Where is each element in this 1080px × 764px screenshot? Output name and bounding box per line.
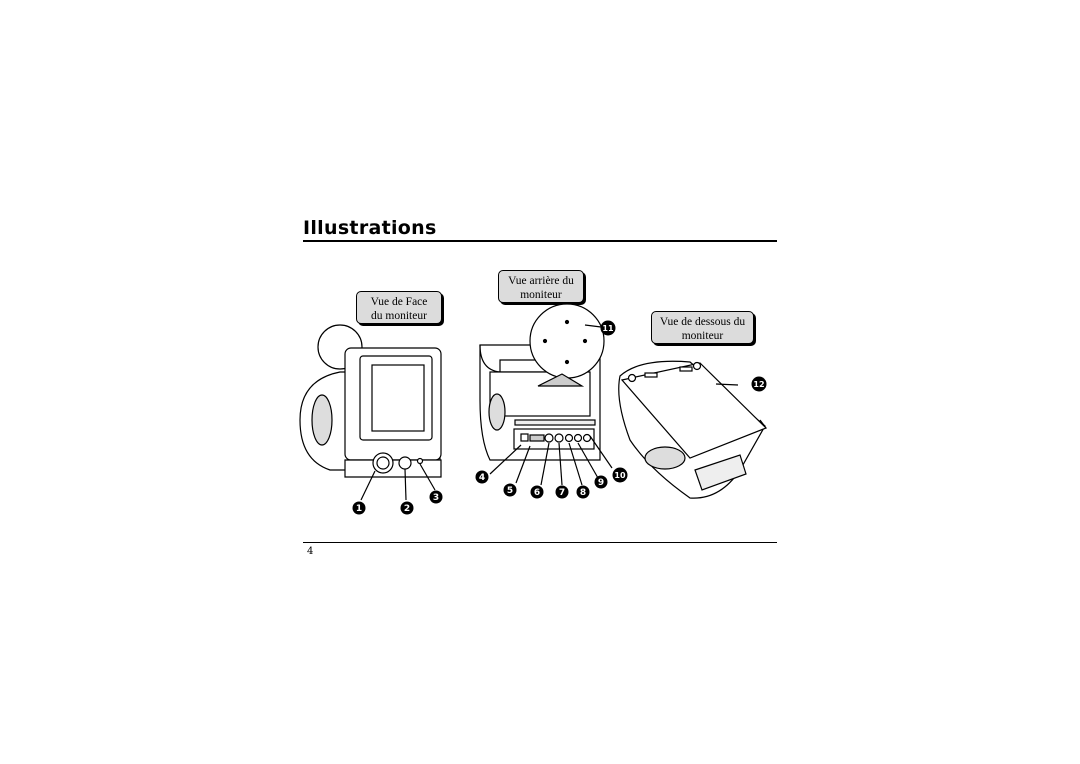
callout-6: 6 [530, 485, 544, 499]
back-view-label: Vue arrière du moniteur [498, 270, 584, 303]
section-title: Illustrations [303, 217, 437, 239]
bottom-view-monitor-drawing [618, 360, 768, 499]
callout-4: 4 [475, 470, 489, 484]
back-view-label-line2: moniteur [520, 289, 562, 301]
callout-11: 11 [600, 320, 616, 336]
callout-8-text: 8 [580, 488, 586, 498]
callout-10-text: 10 [614, 471, 626, 480]
callout-7-text: 7 [559, 488, 565, 498]
front-view-label: Vue de Face du moniteur [356, 291, 442, 324]
footer-divider [303, 542, 777, 543]
callout-12-text: 12 [753, 380, 764, 389]
callout-10: 10 [612, 467, 628, 483]
front-view-label-line1: Vue de Face [370, 296, 428, 308]
callout-5: 5 [503, 483, 517, 497]
front-view-monitor-drawing [299, 324, 442, 501]
callout-4-text: 4 [479, 473, 485, 483]
callout-markers: 1 2 3 4 5 6 7 8 9 10 11 12 [352, 320, 767, 515]
callout-12: 12 [751, 376, 767, 392]
title-divider [303, 240, 777, 242]
callout-7: 7 [555, 485, 569, 499]
callout-2: 2 [400, 501, 414, 515]
callout-3-text: 3 [433, 493, 439, 503]
callout-6-text: 6 [534, 488, 540, 498]
bottom-view-label: Vue de dessous du moniteur [651, 311, 754, 344]
callout-9-text: 9 [598, 478, 604, 488]
callout-3: 3 [429, 490, 443, 504]
callout-11-text: 11 [602, 324, 614, 333]
front-view-label-line2: du moniteur [371, 310, 427, 322]
back-view-label-line1: Vue arrière du [508, 275, 574, 287]
callout-1-text: 1 [356, 504, 362, 514]
callout-8: 8 [576, 485, 590, 499]
back-view-monitor-drawing [479, 303, 613, 486]
bottom-view-label-line1: Vue de dessous du [659, 316, 746, 328]
callout-1: 1 [352, 501, 366, 515]
page-number: 4 [307, 546, 314, 557]
callout-9: 9 [594, 475, 608, 489]
callout-2-text: 2 [404, 504, 410, 514]
bottom-view-label-line2: moniteur [681, 330, 724, 342]
callout-5-text: 5 [507, 486, 513, 496]
